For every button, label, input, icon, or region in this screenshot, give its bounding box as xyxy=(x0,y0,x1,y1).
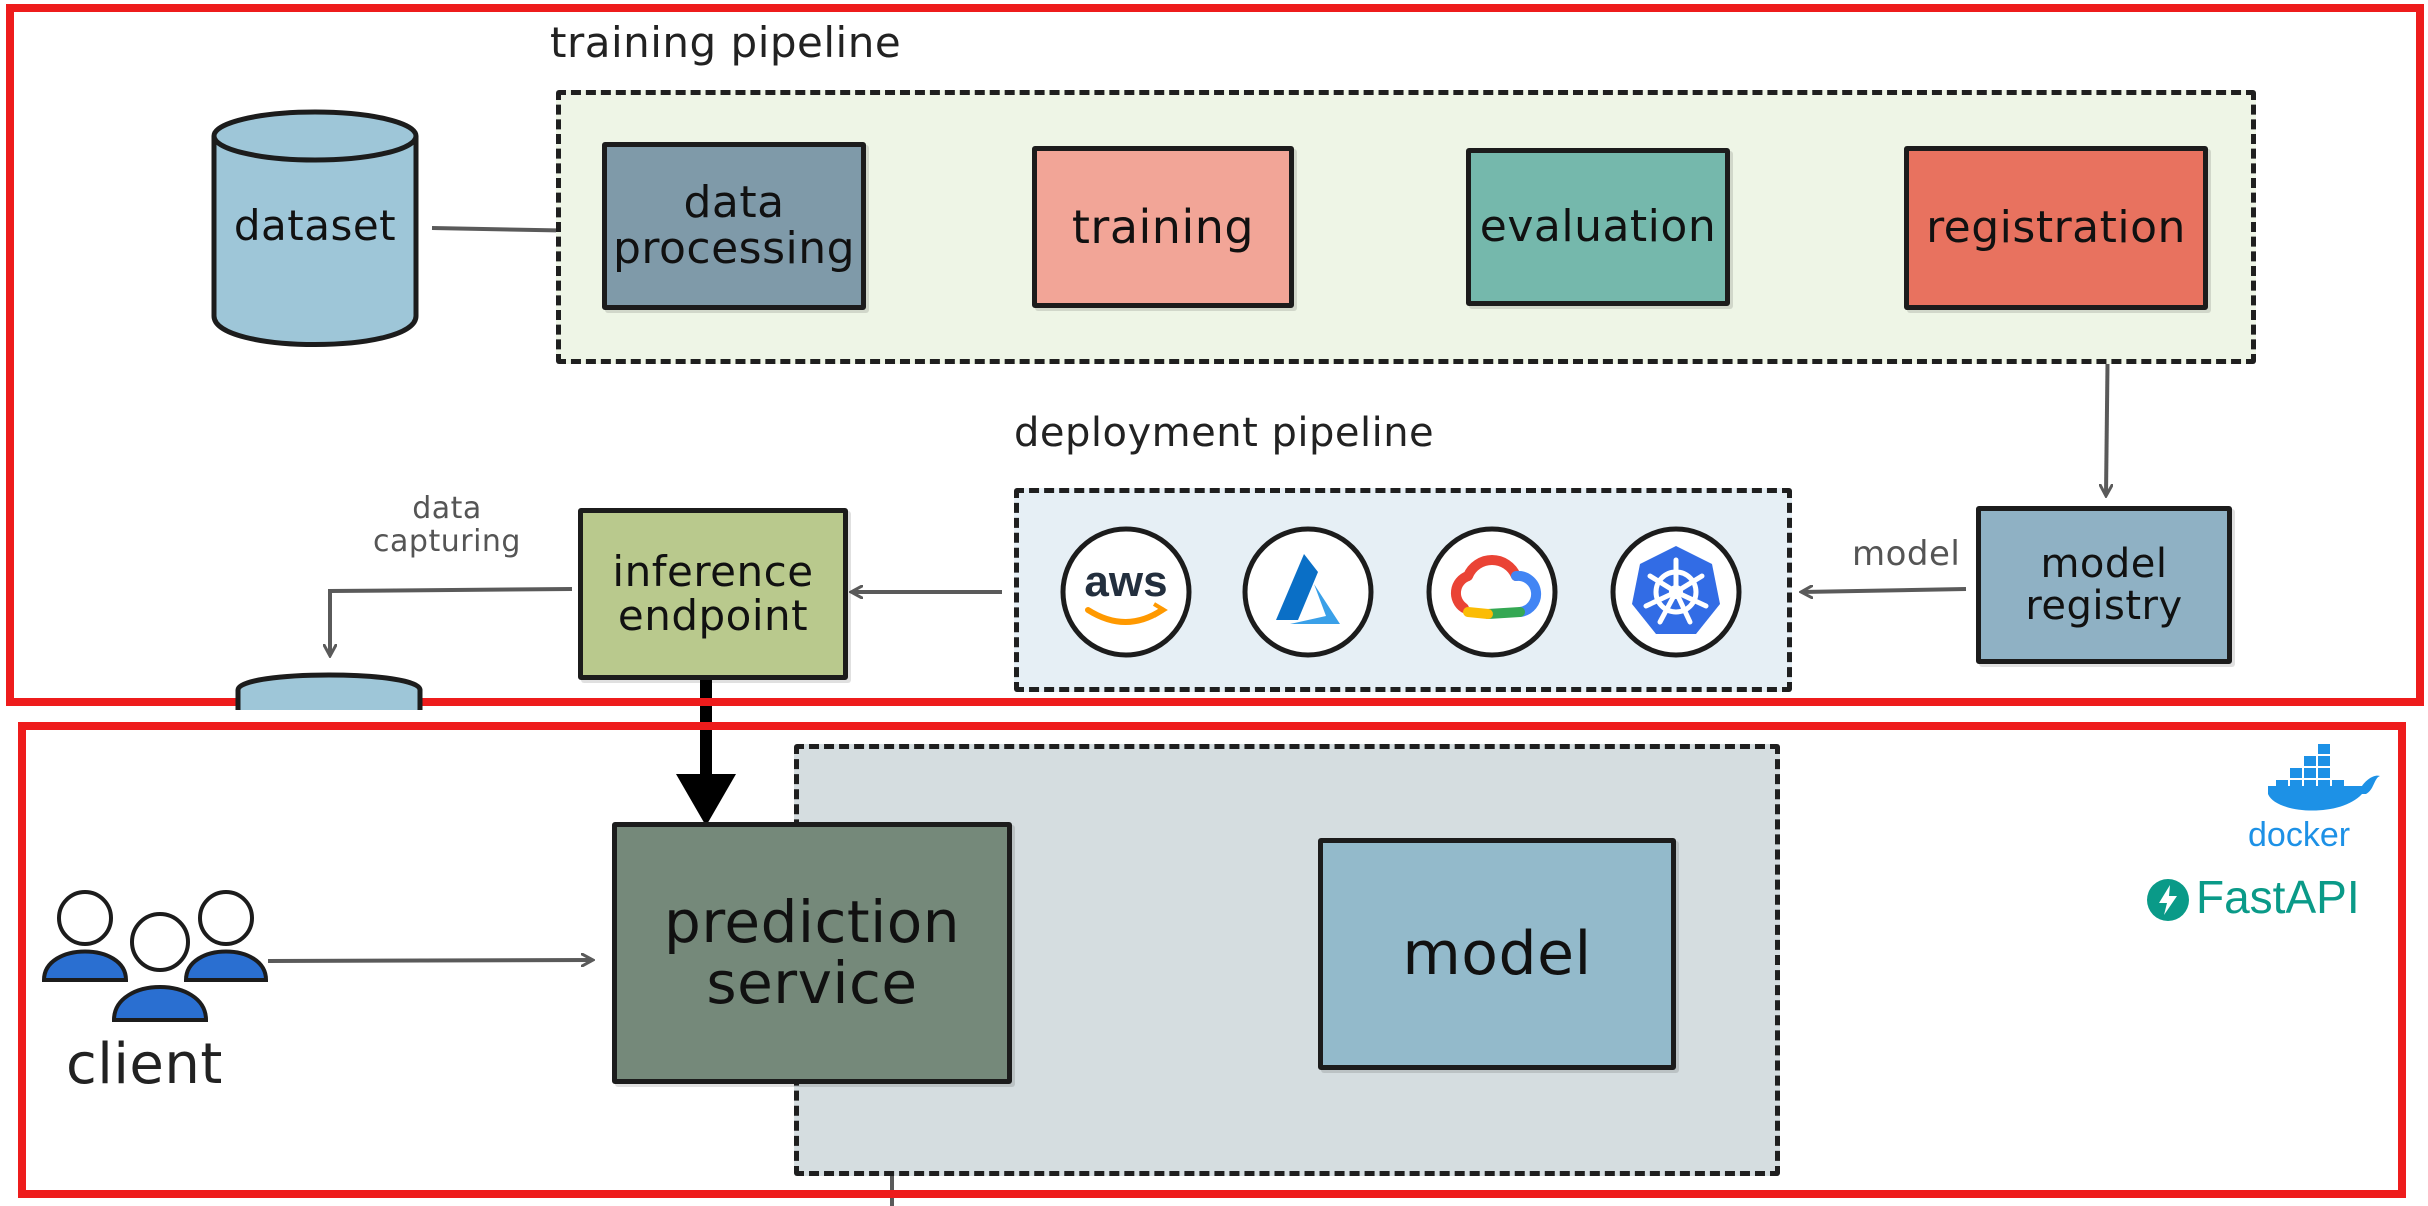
kubernetes-logo-icon xyxy=(1610,526,1742,658)
client-users-icon xyxy=(41,890,269,1022)
google-cloud-logo-icon xyxy=(1426,526,1558,658)
fastapi-label: FastAPI xyxy=(2196,871,2360,923)
bold-arrow-head xyxy=(676,774,736,826)
docker-label: docker xyxy=(2248,816,2351,854)
highlight-frame-bottom xyxy=(18,722,2406,1198)
training-pipeline-title: training pipeline xyxy=(550,18,902,67)
dataset-label: dataset xyxy=(233,200,397,250)
capture-storage-cylinder-icon xyxy=(235,672,423,710)
deployment-pipeline-title: deployment pipeline xyxy=(1014,410,1435,456)
azure-logo-icon xyxy=(1242,526,1374,658)
svg-text:aws: aws xyxy=(1084,557,1167,606)
arrow-endpoint-to-capture xyxy=(330,587,573,655)
provider-azure xyxy=(1240,524,1376,664)
dataset-cylinder-icon xyxy=(211,109,419,347)
step-evaluation: evaluation xyxy=(1466,148,1730,306)
step-training: training xyxy=(1032,146,1294,308)
docker-logo-icon xyxy=(2268,744,2380,811)
arrow-registry-to-deployment xyxy=(1802,589,1967,592)
data-capturing-label: data capturing xyxy=(373,491,521,559)
highlight-frame-top xyxy=(6,4,2424,706)
fastapi-logo-icon xyxy=(2147,879,2189,921)
model-box: model xyxy=(1318,838,1676,1070)
aws-logo-icon: aws xyxy=(1060,526,1192,658)
inference-endpoint-box: inference endpoint xyxy=(578,508,848,680)
prediction-service-box: prediction service xyxy=(612,822,1012,1084)
model-arrow-label: model xyxy=(1852,534,1961,574)
model-registry-box: model registry xyxy=(1976,506,2232,664)
step-data-processing: data processing xyxy=(602,142,866,310)
provider-aws: aws xyxy=(1058,524,1194,664)
provider-google-cloud xyxy=(1424,524,1560,664)
client-label: client xyxy=(66,1032,223,1097)
arrow-client-to-prediction xyxy=(267,960,592,961)
provider-kubernetes xyxy=(1608,524,1744,664)
step-registration: registration xyxy=(1904,146,2208,310)
